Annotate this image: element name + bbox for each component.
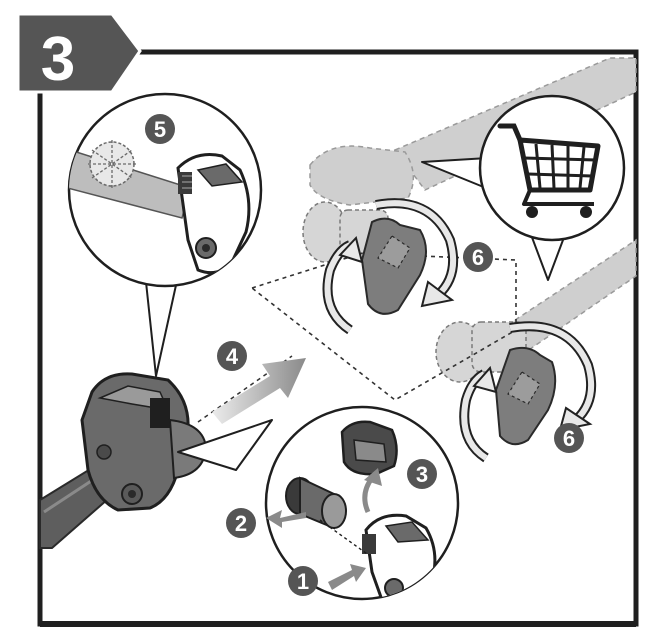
arrow-step-2 <box>266 510 306 528</box>
cylinder-part <box>285 476 347 530</box>
callout-2: 2 <box>226 508 256 538</box>
step-number: 3 <box>41 25 75 94</box>
step-badge: 3 <box>16 12 142 94</box>
callout-6-lower: 6 <box>554 423 584 453</box>
rotate-arrow-lower <box>459 321 596 463</box>
rotating-part-upper <box>360 217 427 315</box>
direction-arrow-4 <box>212 358 306 424</box>
detail-circle-bottom <box>177 405 460 601</box>
callout-1: 1 <box>288 566 318 596</box>
callout-6-upper: 6 <box>463 242 493 272</box>
callout-3-label: 3 <box>416 462 428 487</box>
callout-6-lower-label: 6 <box>563 426 575 451</box>
detail-circle-top <box>67 92 263 377</box>
gear-spider-icon <box>88 140 136 188</box>
callout-2-label: 2 <box>235 511 247 536</box>
motor-housing <box>80 372 208 512</box>
callout-5: 5 <box>145 114 175 144</box>
arrow-step-1 <box>328 564 366 590</box>
cap-part <box>340 420 398 476</box>
rotate-arrow-upper <box>322 198 458 335</box>
rotating-part-lower <box>494 346 557 446</box>
shopping-cart-icon <box>497 123 601 218</box>
callout-4-label: 4 <box>226 344 239 369</box>
callout-1-label: 1 <box>297 569 309 594</box>
callout-5-label: 5 <box>154 117 166 142</box>
callout-6-upper-label: 6 <box>472 245 484 270</box>
cart-speech-bubble <box>421 94 626 281</box>
main-frame <box>37 49 639 627</box>
callout-4: 4 <box>217 341 247 371</box>
callout-3: 3 <box>407 459 437 489</box>
